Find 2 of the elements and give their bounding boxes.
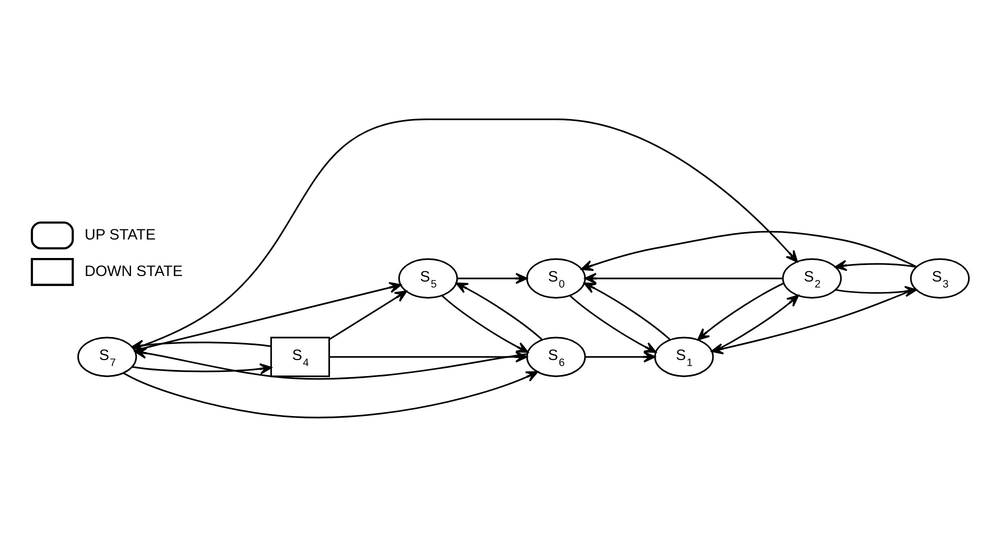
legend-label: DOWN STATE xyxy=(84,262,183,280)
legend-label: UP STATE xyxy=(84,226,156,244)
